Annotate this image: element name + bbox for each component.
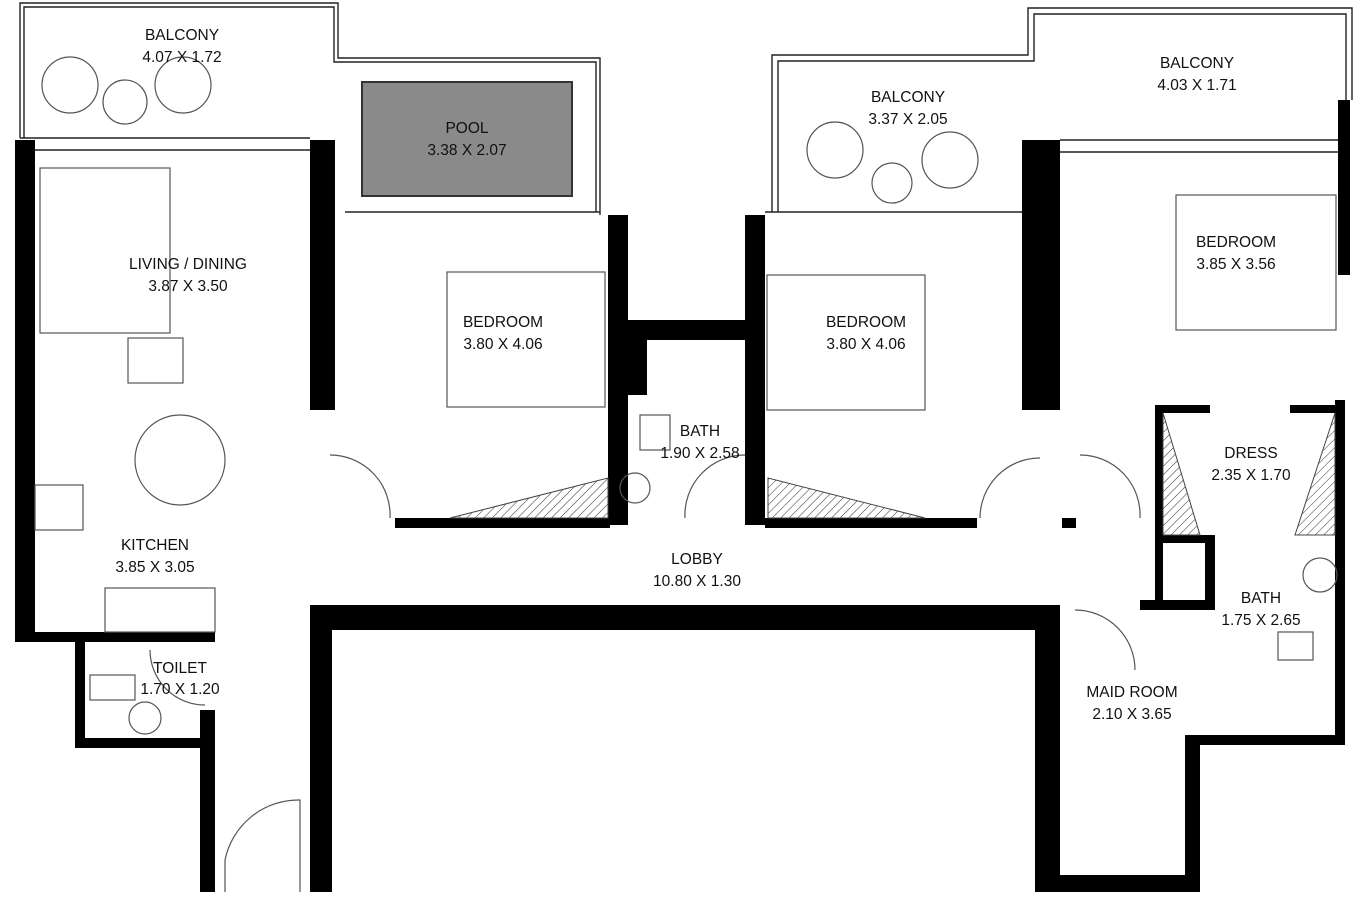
- maid-room-name: MAID ROOM: [1086, 684, 1177, 701]
- toilet-size: 1.70 X 1.20: [140, 681, 220, 698]
- dress-name: DRESS: [1224, 445, 1277, 462]
- dress-size: 2.35 X 1.70: [1211, 467, 1291, 484]
- pool-name: POOL: [445, 120, 488, 137]
- living-name: LIVING / DINING: [129, 256, 247, 273]
- bedroom-2-size: 3.80 X 4.06: [826, 336, 905, 353]
- balcony-1-name: BALCONY: [145, 27, 219, 44]
- bedroom-3-name: BEDROOM: [1196, 234, 1276, 251]
- bedroom-2-name: BEDROOM: [826, 314, 906, 331]
- balcony-3-name: BALCONY: [1160, 55, 1234, 72]
- living-size: 3.87 X 3.50: [148, 278, 228, 295]
- furniture: [34, 56, 1338, 892]
- wardrobes: [449, 412, 1336, 536]
- balcony-2-size: 3.37 X 2.05: [868, 111, 947, 128]
- kitchen-size: 3.85 X 3.05: [115, 559, 194, 576]
- walls: [15, 100, 1350, 892]
- toilet-name: TOILET: [153, 660, 208, 677]
- bedroom-1-name: BEDROOM: [463, 314, 543, 331]
- maid-room-size: 2.10 X 3.65: [1092, 706, 1171, 723]
- balcony-outlines: [19, 2, 1353, 215]
- pool-water: [361, 81, 573, 197]
- balcony-2-name: BALCONY: [871, 89, 945, 106]
- lobby-size: 10.80 X 1.30: [653, 573, 741, 590]
- bedroom-1-size: 3.80 X 4.06: [463, 336, 542, 353]
- bedroom-3-size: 3.85 X 3.56: [1196, 256, 1275, 273]
- balcony-1-size: 4.07 X 1.72: [142, 49, 221, 66]
- room-labels: BALCONY 4.07 X 1.72 POOL 3.38 X 2.07 BAL…: [115, 27, 1300, 723]
- bath-2-name: BATH: [1241, 590, 1281, 607]
- kitchen-name: KITCHEN: [121, 537, 189, 554]
- bath-2-size: 1.75 X 2.65: [1221, 612, 1300, 629]
- bath-1-size: 1.90 X 2.58: [660, 445, 739, 462]
- bath-1-name: BATH: [680, 423, 720, 440]
- balcony-3-size: 4.03 X 1.71: [1157, 77, 1236, 94]
- lobby-name: LOBBY: [671, 551, 723, 568]
- pool-size: 3.38 X 2.07: [427, 142, 506, 159]
